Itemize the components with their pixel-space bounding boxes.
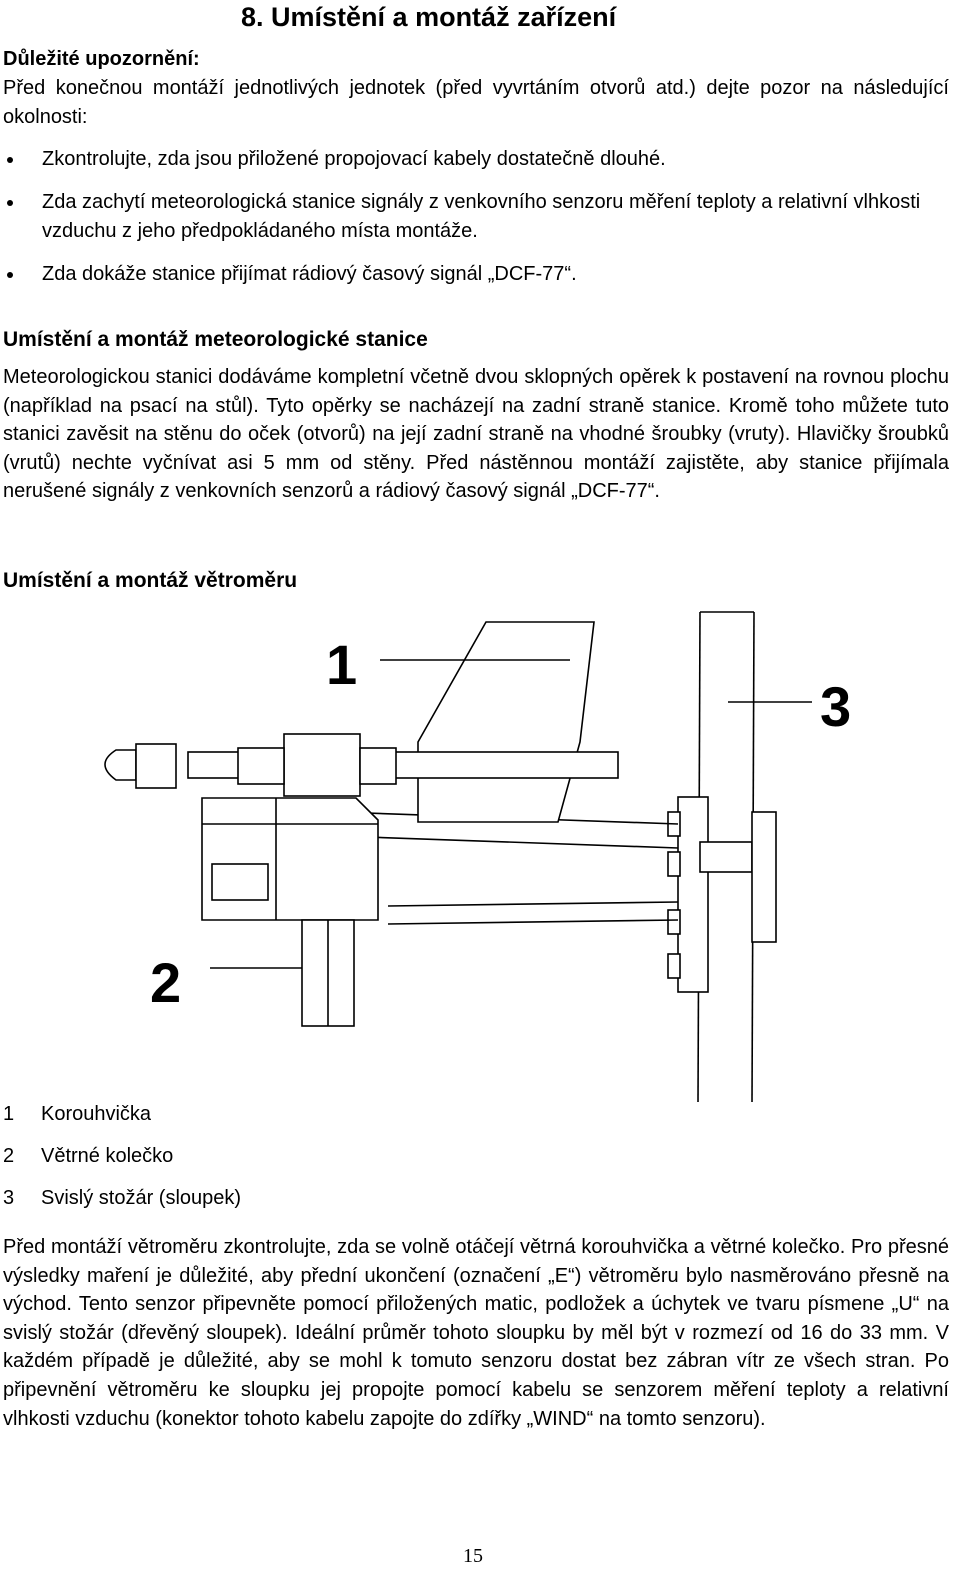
wind-wheel-shape <box>301 919 355 1027</box>
wind-vane-shape <box>417 621 595 823</box>
list-item: Zda zachytí meteorologická stanice signá… <box>3 188 949 246</box>
notice-heading: Důležité upozornění: <box>3 48 200 70</box>
figure-label-1: 1 <box>326 633 357 696</box>
list-item: Zkontrolujte, zda jsou přiložené propojo… <box>3 145 949 174</box>
station-section-body: Meteorologickou stanici dodáváme komplet… <box>3 366 949 503</box>
list-item: Zda dokáže stanice přijímat rádiový časo… <box>3 260 949 289</box>
anemometer-section-heading: Umístění a montáž větroměru <box>3 569 298 592</box>
page-title: 8. Umístění a montáž zařízení <box>241 2 617 32</box>
hub-shape <box>237 733 397 797</box>
notice-bullet-list: Zkontrolujte, zda jsou přiložené propojo… <box>3 145 949 303</box>
callout-lines <box>210 659 812 969</box>
station-section-heading: Umístění a montáž meteorologické stanice <box>3 328 428 351</box>
notice-intro: Před konečnou montáží jednotlivých jedno… <box>3 77 949 128</box>
anemometer-diagram: 1 3 2 <box>88 602 864 1103</box>
front-cone-shape <box>104 743 177 789</box>
clamp-shape <box>667 796 777 993</box>
housing-shape <box>201 797 379 921</box>
page-number: 15 <box>463 1545 483 1567</box>
figure-label-3: 3 <box>820 675 851 738</box>
arm-shape <box>337 811 679 925</box>
figure-label-2: 2 <box>150 951 181 1014</box>
anemometer-section-body: Před montáží větroměru zkontrolujte, zda… <box>3 1236 949 1430</box>
